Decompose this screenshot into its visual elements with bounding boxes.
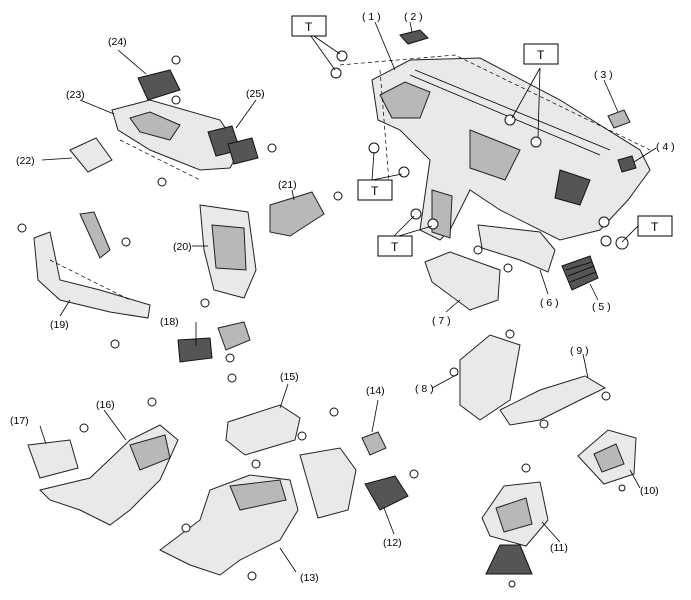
- part-18-shape: [177, 337, 213, 363]
- svg-text:T: T: [371, 184, 379, 198]
- part-24-shape: [137, 69, 181, 101]
- label-part-13: (13): [300, 572, 319, 584]
- part-8-shape: [459, 334, 521, 421]
- leader-lines: [39, 21, 657, 573]
- part-4-shape: [617, 155, 637, 173]
- label-part-22: (22): [16, 155, 35, 167]
- label-part-21: (21): [278, 179, 297, 191]
- label-part-25: (25): [246, 88, 265, 100]
- torque-marker-mid-left: T: [357, 179, 393, 201]
- part-2-shape: [399, 29, 429, 45]
- label-part-17: (17): [10, 415, 29, 427]
- part-22-shape: [69, 137, 113, 173]
- label-part-10: (10): [640, 485, 659, 497]
- label-part-2: ( 2 ): [404, 11, 423, 23]
- part-21-shape: [269, 191, 325, 237]
- label-part-8: ( 8 ): [415, 383, 434, 395]
- label-part-1: ( 1 ): [362, 11, 381, 23]
- torque-marker-right: T: [637, 215, 673, 237]
- label-part-23: (23): [66, 89, 85, 101]
- part-12-shape: [364, 475, 409, 511]
- panel-bolts: [330, 50, 629, 273]
- label-part-6: ( 6 ): [540, 297, 559, 309]
- part-7-shape: [424, 251, 501, 311]
- part-17-shape: [27, 439, 79, 479]
- label-part-9: ( 9 ): [570, 345, 589, 357]
- torque-marker-top-left: T: [291, 15, 327, 37]
- label-part-4: ( 4 ): [656, 141, 675, 153]
- label-part-24: (24): [108, 36, 127, 48]
- part-19-shape: [33, 231, 151, 319]
- label-part-5: ( 5 ): [592, 301, 611, 313]
- part-15-shape: [225, 404, 301, 456]
- part-5-shape: [561, 255, 599, 291]
- part-14-shape: [361, 431, 387, 456]
- svg-text:T: T: [391, 240, 399, 254]
- svg-text:T: T: [651, 220, 659, 234]
- label-part-7: ( 7 ): [432, 315, 451, 327]
- torque-marker-lower-left: T: [377, 235, 413, 257]
- label-part-11: (11): [550, 542, 568, 554]
- label-part-18: (18): [160, 316, 179, 328]
- label-part-16: (16): [96, 399, 115, 411]
- label-part-20: (20): [173, 241, 192, 253]
- instrument-panel: [371, 57, 651, 241]
- label-part-3: ( 3 ): [594, 69, 613, 81]
- part-9-shape: [499, 375, 607, 426]
- label-part-12: (12): [383, 537, 402, 549]
- svg-text:T: T: [537, 48, 545, 62]
- label-part-15: (15): [280, 371, 299, 383]
- torque-marker-top-right: T: [523, 43, 559, 65]
- label-part-19: (19): [50, 319, 69, 331]
- svg-text:T: T: [305, 20, 313, 34]
- label-part-14: (14): [366, 385, 385, 397]
- part-3-shape: [607, 109, 631, 129]
